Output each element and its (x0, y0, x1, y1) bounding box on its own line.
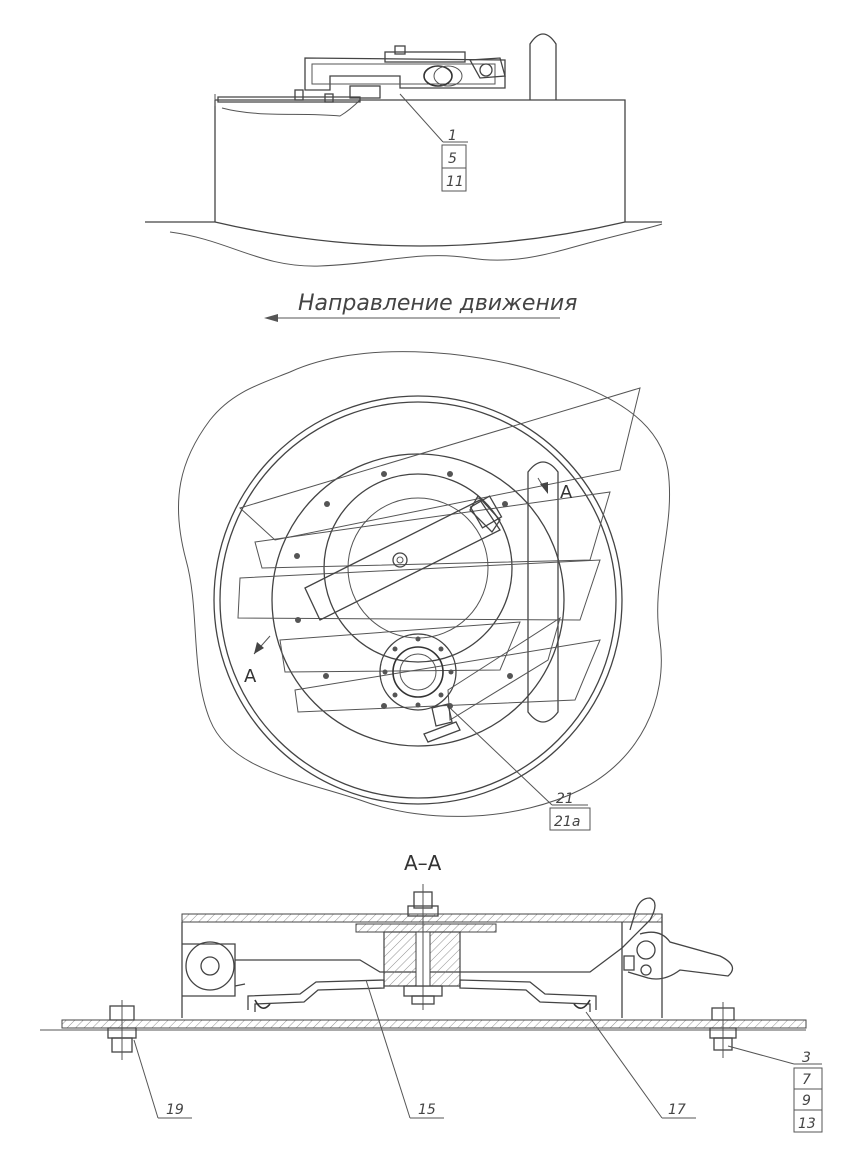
direction-label: Направление движения (298, 291, 577, 316)
section-title: А–А (404, 851, 442, 875)
callout-21a: 21а (554, 814, 580, 830)
callout-7: 7 (802, 1072, 811, 1088)
callout-stack-plan: 21 21а (549, 791, 591, 831)
callout-13: 13 (798, 1116, 816, 1132)
callout-5: 5 (448, 151, 457, 167)
section-marker-right: А (560, 482, 573, 503)
callout-17: 17 (668, 1102, 686, 1118)
callout-21: 21 (556, 791, 574, 807)
callout-11: 11 (446, 174, 464, 190)
plan-view (177, 351, 671, 817)
callout-stack-section: 3 7 9 13 (793, 1050, 823, 1133)
callout-1: 1 (448, 128, 457, 144)
callout-3: 3 (802, 1050, 811, 1066)
callout-stack-top: 1 5 11 (441, 128, 467, 192)
direction-arrow (264, 314, 560, 322)
callout-9: 9 (802, 1093, 811, 1109)
side-elevation-view (145, 33, 663, 267)
callout-19: 19 (166, 1102, 184, 1118)
callout-15: 15 (418, 1102, 436, 1118)
section-view (40, 884, 807, 1119)
section-marker-left: А (244, 666, 257, 687)
